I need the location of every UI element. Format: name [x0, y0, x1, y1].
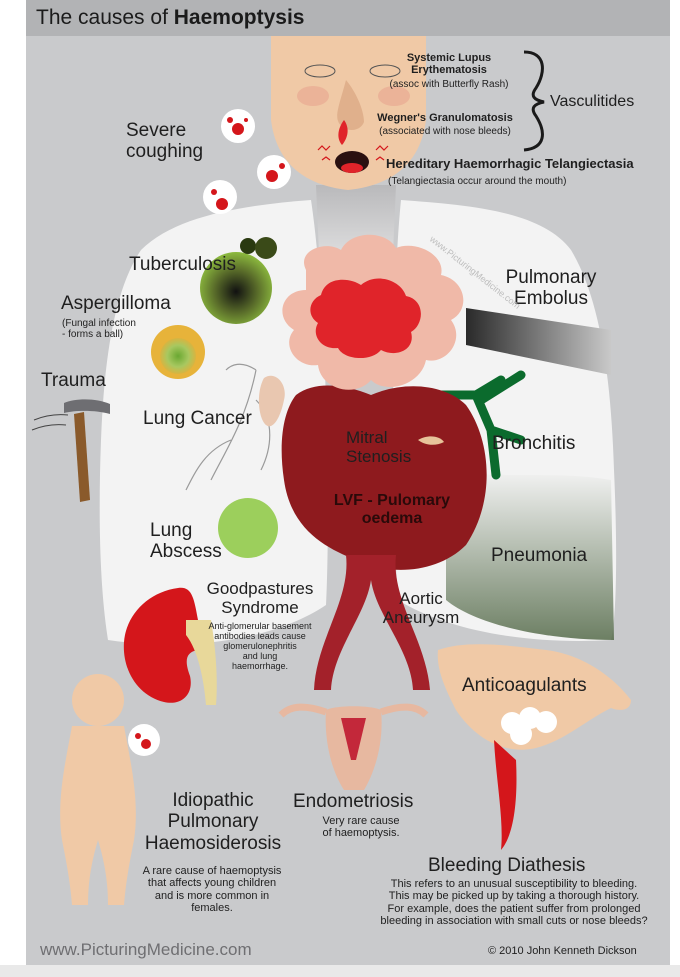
illustration — [31, 36, 631, 905]
bottom-strip — [0, 965, 680, 977]
cough-burst-2 — [257, 155, 291, 189]
endometriosis-label: Endometriosis — [293, 791, 414, 812]
vasculitides-label: Vasculitides — [550, 93, 635, 110]
aspergilloma-core — [160, 338, 196, 374]
lung-cancer-label: Lung Cancer — [143, 408, 252, 429]
tuberculosis-label: Tuberculosis — [129, 254, 237, 275]
aorta — [314, 555, 430, 690]
lung-cancer-mass — [258, 375, 285, 427]
sle-note: (assoc with Butterfly Rash) — [389, 79, 509, 90]
tongue — [341, 163, 363, 173]
hht-label: Hereditary Haemorrhagic Telangiectasia — [386, 156, 634, 171]
child-body — [60, 726, 136, 905]
nose — [337, 80, 364, 130]
lung-abscess — [218, 498, 278, 558]
nose-bleed — [338, 120, 348, 145]
hammer-head — [64, 399, 110, 414]
hht-note: (Telangiectasia occur around the mouth) — [388, 176, 567, 187]
right-eye — [369, 64, 401, 78]
telangiectasia-right — [375, 145, 389, 161]
bronchitis-label: Bronchitis — [492, 433, 576, 454]
pill-3 — [510, 723, 532, 745]
cough-burst-1 — [221, 109, 255, 143]
aspergilloma-label: Aspergilloma — [61, 293, 171, 314]
child-cough-burst — [128, 724, 160, 756]
aspergilloma-note: (Fungal infection- forms a ball) — [62, 318, 136, 341]
pulmonary-embolus-wedge — [466, 308, 611, 375]
poster: The causes of Haemoptysis Systemic Lupus… — [26, 0, 670, 965]
blood-clot-central — [310, 278, 421, 359]
footer-website: www.PicturingMedicine.com — [40, 940, 252, 959]
left-eye — [304, 64, 336, 78]
hammer-handle — [74, 412, 90, 502]
footer-copyright: © 2010 John Kenneth Dickson — [488, 945, 637, 957]
title-bar: The causes of Haemoptysis — [26, 0, 670, 36]
trauma-swoosh — [31, 414, 69, 431]
page-title: The causes of Haemoptysis — [36, 6, 305, 29]
pneumonia-shading — [446, 470, 614, 640]
cough-burst-3 — [203, 180, 237, 214]
wegner-note: (associated with nose bleeds) — [379, 126, 511, 137]
bleeding-diathesis-note: This refers to an unusual susceptibility… — [380, 878, 648, 927]
hand — [437, 644, 631, 750]
pill-4 — [535, 711, 557, 733]
ureter — [186, 620, 217, 705]
anticoagulants-label: Anticoagulants — [462, 675, 587, 696]
bronchitis-tree — [431, 370, 526, 480]
tb-small-1 — [240, 238, 256, 254]
fallopian-tubes — [278, 703, 429, 718]
right-cheek-rash — [378, 86, 410, 106]
trauma-label: Trauma — [41, 370, 106, 391]
mitral-valve — [418, 436, 444, 445]
heart — [281, 385, 487, 570]
bleeding-diathesis-label: Bleeding Diathesis — [428, 855, 586, 876]
pneumonia-label: Pneumonia — [491, 545, 588, 566]
telangiectasia-left — [317, 145, 331, 161]
left-cheek-rash — [297, 86, 329, 106]
bleeding-from-hand — [494, 740, 517, 850]
lung-cancer-tree — [185, 363, 271, 491]
kidney — [123, 587, 198, 703]
wegner-label: Wegner's Granulomatosis — [377, 112, 513, 124]
uterus-inner — [341, 718, 366, 760]
tb-small-2 — [255, 237, 277, 259]
child-head — [72, 674, 124, 726]
tuberculosis-mass — [200, 252, 272, 324]
vasculitides-bracket — [523, 50, 545, 152]
